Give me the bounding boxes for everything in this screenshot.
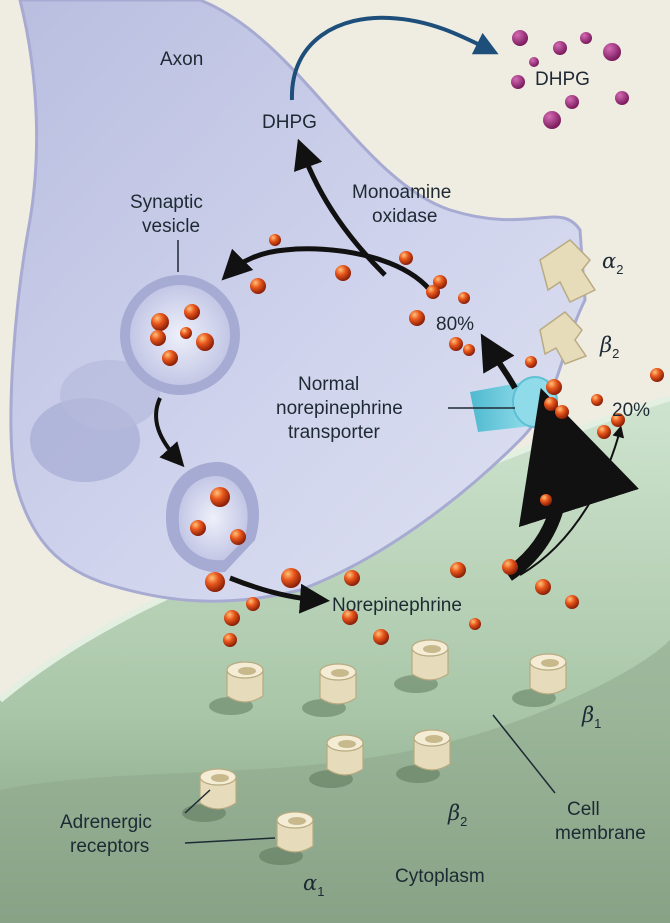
pct-20-label: 20% [612,400,650,421]
dhpg-molecule [511,75,525,89]
norepinephrine-molecule [399,251,413,265]
norepinephrine-molecule [546,379,562,395]
norepinephrine-molecule [540,494,552,506]
synaptic-vesicle [130,285,230,385]
dhpg-molecule [565,95,579,109]
norepinephrine-molecule [409,310,425,326]
synaptic-vesicle-label-1: Synaptic [130,192,203,213]
monoamine-label-1: Monoamine [352,182,451,203]
norepinephrine-molecule [597,425,611,439]
norepinephrine-molecule [463,344,475,356]
norepinephrine-molecule [184,304,200,320]
norepinephrine-molecule [650,368,664,382]
norepinephrine-molecule [250,278,266,294]
norepinephrine-molecule [450,562,466,578]
norepinephrine-molecule [565,595,579,609]
norepinephrine-molecule [344,570,360,586]
norepinephrine-molecule [269,234,281,246]
norepinephrine-molecule [555,405,569,419]
dhpg-molecule [603,43,621,61]
norepinephrine-label: Norepinephrine [332,595,462,616]
norepinephrine-molecule [150,330,166,346]
norepinephrine-molecule [162,350,178,366]
norepinephrine-molecule [502,559,518,575]
cell-membrane-label-2: membrane [555,823,646,844]
dhpg-outer-label: DHPG [535,69,590,90]
norepinephrine-molecule [190,520,206,536]
dhpg-molecule [543,111,561,129]
dhpg-molecule [580,32,592,44]
norepinephrine-molecule [180,327,192,339]
dhpg-molecule [553,41,567,55]
norepinephrine-molecule [535,579,551,595]
dhpg-molecule [615,91,629,105]
synaptic-vesicle-label-2: vesicle [142,216,200,237]
norepinephrine-molecule [373,629,389,645]
norepinephrine-molecule [196,333,214,351]
dhpg-inner-label: DHPG [262,112,317,133]
adrenergic-label-1: Adrenergic [60,812,152,833]
norepinephrine-molecule [469,618,481,630]
norepinephrine-molecule [281,568,301,588]
transporter-label-1: Normal [298,374,359,395]
dhpg-molecule [512,30,528,46]
norepinephrine-molecule [210,487,230,507]
norepinephrine-molecule [458,292,470,304]
norepinephrine-molecule [230,529,246,545]
axon-label: Axon [160,49,203,70]
monoamine-label-2: oxidase [372,206,438,227]
pct-80-label: 80% [436,314,474,335]
cell-membrane-label-1: Cell [567,799,600,820]
norepinephrine-molecule [449,337,463,351]
dhpg-molecule [529,57,539,67]
norepinephrine-molecule [335,265,351,281]
adrenergic-label-2: receptors [70,836,149,857]
norepinephrine-molecule [205,572,225,592]
cytoplasm-label: Cytoplasm [395,866,485,887]
norepinephrine-molecule [426,285,440,299]
norepinephrine-molecule [591,394,603,406]
norepinephrine-molecule [223,633,237,647]
norepinephrine-molecule [151,313,169,331]
transporter-label-2: norepinephrine [276,398,403,419]
norepinephrine-molecule [525,356,537,368]
transporter-label-3: transporter [288,422,381,443]
norepinephrine-molecule [224,610,240,626]
norepinephrine-molecule [246,597,260,611]
